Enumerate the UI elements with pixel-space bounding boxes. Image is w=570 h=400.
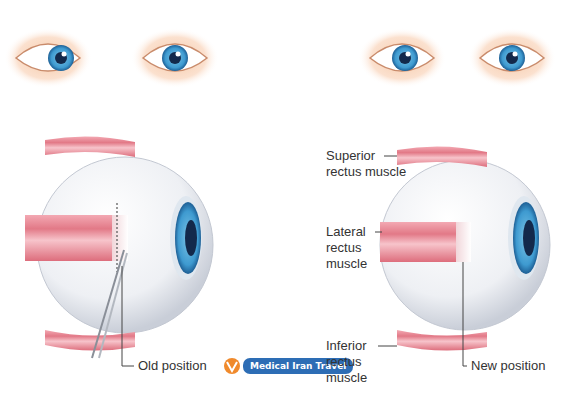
muscle-label: Inferior rectus muscle [326,338,378,386]
position-label: Old position [138,358,207,374]
position-label: New position [471,358,545,374]
muscle-label: Superior rectus muscle [326,148,410,180]
muscle-label: Lateral rectus muscle [326,224,378,272]
